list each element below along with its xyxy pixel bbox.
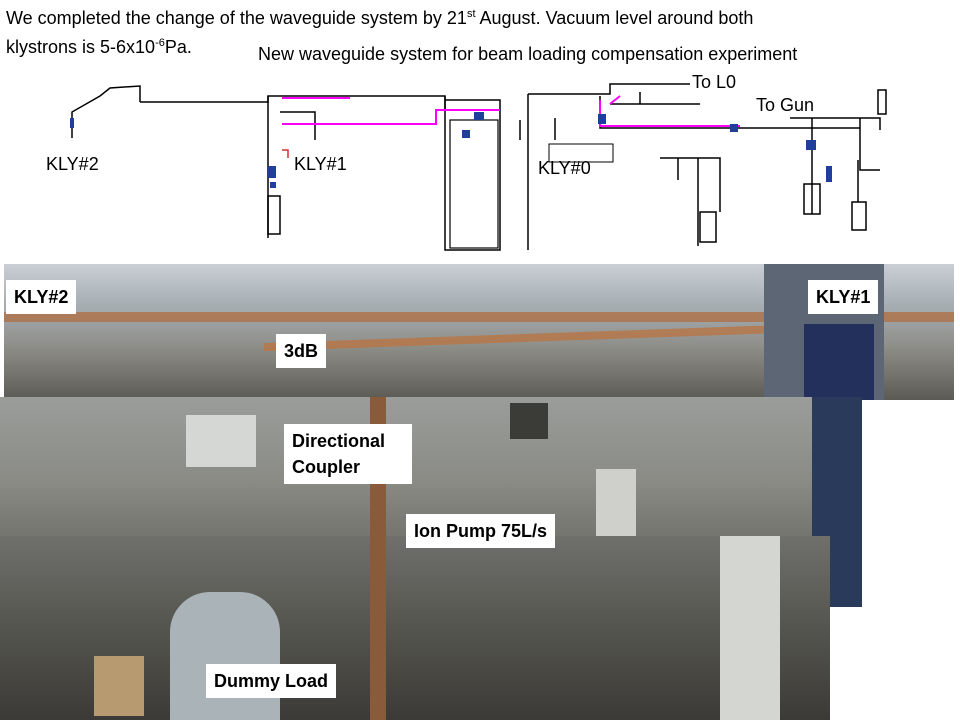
- kly1-diagram-label: KLY#1: [294, 154, 347, 174]
- to-gun-label: To Gun: [756, 95, 815, 115]
- kly1-photo-tag: KLY#1: [808, 280, 879, 314]
- ion-pump-tag: Ion Pump 75L/s: [406, 514, 556, 548]
- new-waveguide-lines: [282, 95, 740, 127]
- klystron-tubes: [267, 89, 887, 243]
- waveguide-diagram: [70, 83, 887, 251]
- intro-line2b: Pa.: [164, 37, 192, 57]
- feed-marker: [282, 149, 289, 158]
- photo-bottom-panorama: [0, 536, 830, 720]
- intro-sup1: st: [466, 8, 476, 20]
- kly2-photo-tag: KLY#2: [6, 280, 77, 314]
- kly0-housing: [548, 143, 614, 163]
- kly2-diagram-label: KLY#2: [46, 154, 99, 174]
- intro-line1b: August. Vacuum level around both: [475, 8, 754, 28]
- diagram-title: New waveguide system for beam loading co…: [258, 44, 798, 64]
- kly0-diagram-label: KLY#0: [538, 158, 591, 178]
- dummy-load-tag: Dummy Load: [206, 664, 337, 698]
- intro-text: We completed the change of the waveguide…: [6, 4, 956, 62]
- intro-line2: klystrons is 5-6x10: [6, 37, 156, 57]
- intro-line1: We completed the change of the waveguide…: [6, 8, 467, 28]
- directional-coupler-tag: Directional Coupler: [284, 424, 412, 484]
- waveguide-components: [70, 112, 832, 188]
- photo-top-panorama: [4, 264, 954, 400]
- to-l0-label: To L0: [692, 72, 737, 92]
- intro-sup2: -6: [155, 37, 165, 49]
- hybrid-3db-tag: 3dB: [276, 334, 327, 368]
- cabinet-outline: [449, 119, 499, 249]
